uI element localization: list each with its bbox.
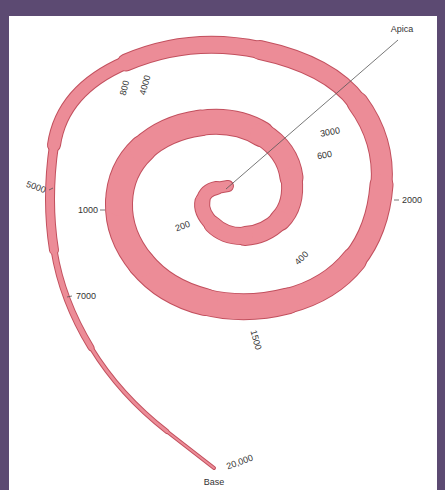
- region-label: Base: [204, 477, 225, 487]
- frequency-label: 1000: [78, 205, 98, 215]
- spiral-outline: [50, 45, 382, 468]
- spiral-edge: [91, 348, 167, 432]
- frequency-label: 3000: [319, 125, 340, 138]
- spiral-band: [260, 50, 358, 103]
- spiral-edge: [167, 432, 214, 469]
- tick-mark: [394, 200, 399, 201]
- tick-mark: [49, 188, 53, 190]
- spiral-band: [358, 103, 382, 186]
- spiral-edge: [358, 103, 382, 186]
- spiral-band: [217, 186, 229, 188]
- tick-mark: [100, 210, 105, 211]
- frequency-label: 600: [317, 149, 334, 161]
- spiral-band: [54, 63, 126, 146]
- spiral-band: [167, 432, 214, 469]
- spiral-edge: [50, 145, 54, 250]
- frequency-label: 1500: [249, 329, 264, 351]
- frequency-label: 20,000: [225, 453, 254, 472]
- frequency-label: 400: [293, 249, 311, 267]
- frequency-label: 2000: [402, 195, 422, 205]
- basilar-membrane-band: [50, 45, 382, 468]
- region-label: Apica: [391, 24, 414, 34]
- spiral-band: [126, 45, 260, 63]
- spiral-band: [50, 145, 54, 250]
- tick-mark: [67, 296, 72, 297]
- spiral-edge: [126, 45, 260, 63]
- frequency-label: 800: [118, 79, 132, 96]
- spiral-edge: [217, 186, 229, 188]
- frequency-label: 7000: [76, 291, 96, 301]
- apex-leader-line: [226, 40, 398, 189]
- spiral-band: [91, 348, 167, 432]
- frequency-label: 5000: [25, 179, 47, 195]
- frequency-label: 4000: [138, 74, 153, 96]
- spiral-edge: [260, 50, 358, 103]
- spiral-edge: [54, 63, 126, 146]
- frequency-label: 200: [174, 219, 192, 234]
